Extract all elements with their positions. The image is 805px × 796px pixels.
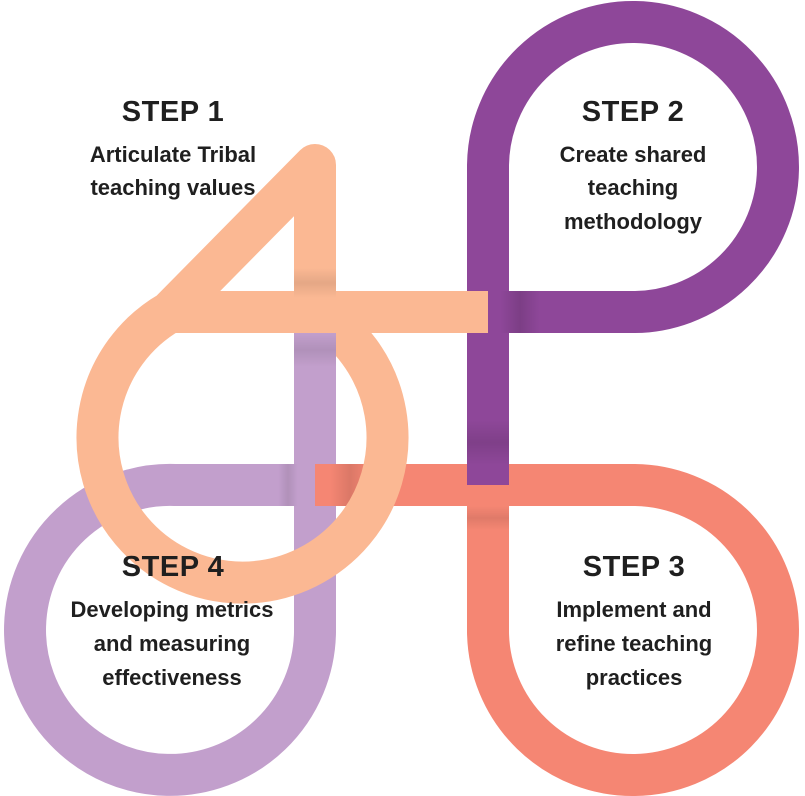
step-4-title: STEP 4 — [122, 551, 224, 583]
step-1-desc-line-2: teaching values — [90, 175, 255, 200]
step-2-label: STEP 2 Create shared teaching methodolog… — [560, 96, 707, 234]
step-2-ribbon — [467, 1, 799, 334]
step-1-loop — [76, 144, 488, 604]
step-2-title: STEP 2 — [582, 96, 684, 128]
step-1-shadow — [294, 268, 336, 298]
step-2-shadow-h — [500, 291, 540, 333]
step-3-desc-line-2: refine teaching — [556, 631, 712, 656]
step-4-desc-line-3: effectiveness — [102, 665, 241, 690]
step-2-desc-line-1: Create shared — [560, 142, 707, 167]
step-4-label: STEP 4 Developing metrics and measuring … — [71, 551, 274, 690]
step-1-ribbon — [76, 144, 409, 604]
step-4-shadow — [294, 333, 336, 367]
step-3-shadow-v — [467, 506, 509, 530]
step-1-desc-line-1: Articulate Tribal — [90, 142, 256, 167]
step-2-shadow — [467, 420, 509, 465]
step-4-shadow-h — [278, 464, 298, 506]
step-3-ribbon — [467, 464, 799, 796]
step-3-desc-line-3: practices — [586, 665, 683, 690]
step-2-desc-line-3: methodology — [564, 209, 703, 234]
step-4-ribbon — [4, 463, 336, 796]
step-1-title: STEP 1 — [122, 96, 224, 128]
step-4-desc-line-2: and measuring — [94, 631, 250, 656]
step-4-overlap — [278, 333, 336, 506]
step-2-loop — [467, 1, 799, 485]
step-2-desc-line-2: teaching — [588, 175, 678, 200]
step-4-desc-line-1: Developing metrics — [71, 597, 274, 622]
step-1-label: STEP 1 Articulate Tribal teaching values — [90, 96, 256, 200]
step-3-title: STEP 3 — [583, 551, 685, 583]
step-3-label: STEP 3 Implement and refine teaching pra… — [556, 551, 712, 690]
step-3-overlap — [467, 506, 509, 560]
step-3-desc-line-1: Implement and — [556, 597, 711, 622]
